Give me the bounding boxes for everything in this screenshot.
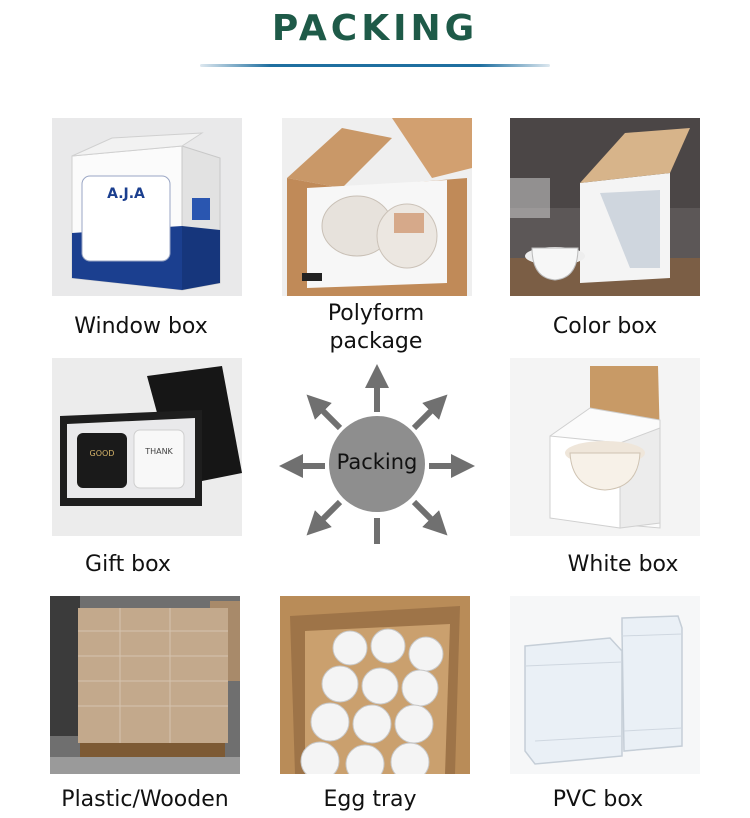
white-box-photo — [510, 358, 700, 536]
white-box-label: White box — [567, 552, 679, 577]
pvc-box-label: PVC box — [552, 787, 644, 812]
plastic-wooden-photo — [50, 596, 240, 774]
packing-diagram — [279, 364, 475, 544]
title-underline — [200, 64, 550, 67]
window-box-label: Window box — [74, 314, 208, 339]
plastic-wooden-label: Plastic/Wooden — [61, 787, 229, 812]
svg-text:A.J.A: A.J.A — [107, 186, 145, 202]
page-title: PACKING — [271, 8, 479, 49]
egg-tray-photo — [280, 596, 470, 774]
gift-box-photo: GOOD THANK — [52, 358, 242, 536]
center-label: Packing — [336, 450, 418, 474]
window-box-photo: A.J.A — [52, 118, 242, 296]
arrow-icon — [306, 394, 343, 431]
arrow-icon — [411, 499, 448, 536]
polyform-package-photo — [282, 118, 472, 296]
color-box-label: Color box — [552, 314, 658, 339]
svg-text:THANK: THANK — [144, 447, 173, 456]
arrow-icon — [306, 499, 343, 536]
polyform-package-label: Polyform package — [327, 301, 425, 354]
center-circle — [329, 416, 425, 512]
pvc-box-photo — [510, 596, 700, 774]
gift-box-label: Gift box — [85, 552, 171, 577]
svg-text:GOOD: GOOD — [90, 449, 115, 458]
egg-tray-label: Egg tray — [323, 787, 417, 812]
arrow-icon — [411, 394, 448, 431]
color-box-photo — [510, 118, 700, 296]
